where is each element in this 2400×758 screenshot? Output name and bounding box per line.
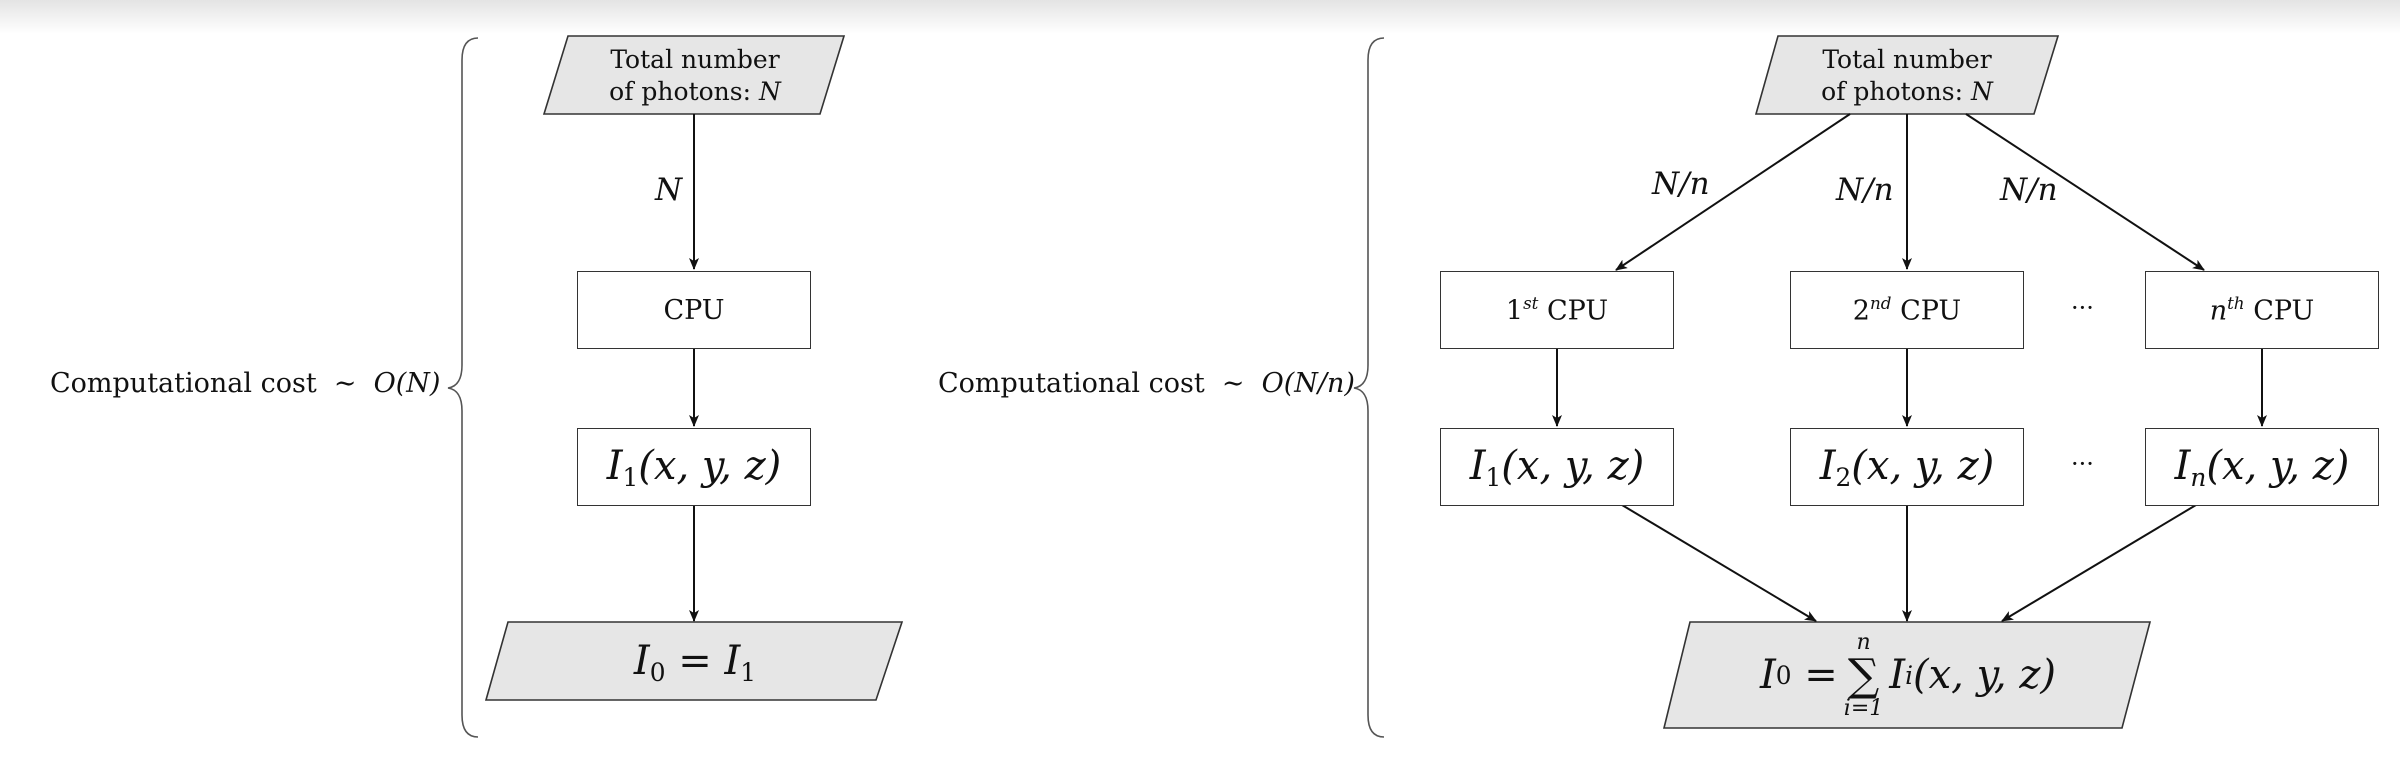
left-input-shape xyxy=(542,35,846,115)
left-edge-label: N xyxy=(655,172,683,208)
left-output-node: I0 = I1 xyxy=(633,637,757,687)
right-brace xyxy=(1353,37,1385,738)
right-result-node-1: I1(x, y, z) xyxy=(1440,428,1674,506)
left-input-node: Total number of photons: N xyxy=(560,38,830,114)
right-arrow-input-cpu1 xyxy=(1615,113,1851,271)
right-input-var: N xyxy=(1970,77,1993,106)
left-brace xyxy=(447,37,479,738)
right-edge-label-3: N/n xyxy=(2000,172,2058,208)
right-arrow-resultn-output xyxy=(2001,504,2197,622)
right-arrow-input-cpun xyxy=(1965,113,2205,271)
right-arrow-result1-output xyxy=(1621,504,1817,622)
right-edge-label-2: N/n xyxy=(1836,172,1894,208)
right-edge-label-1: N/n xyxy=(1652,166,1710,202)
left-cpu-node: CPU xyxy=(577,271,811,349)
window-top-shadow xyxy=(0,0,2400,34)
right-result-node-2: I2(x, y, z) xyxy=(1790,428,2024,506)
right-cpu-node-2: 2nd CPU xyxy=(1790,271,2024,349)
right-cpu-node-1: 1st CPU xyxy=(1440,271,1674,349)
left-result-node: I1(x, y, z) xyxy=(577,428,811,506)
right-result-node-n: In(x, y, z) xyxy=(2145,428,2379,506)
left-input-line1: Total number xyxy=(610,45,780,74)
right-output-shape xyxy=(1662,621,2152,729)
right-cpu-ellipsis: ··· xyxy=(2071,294,2094,322)
right-input-line2: of photons: xyxy=(1821,77,1964,106)
right-input-line1: Total number xyxy=(1822,45,1992,74)
left-input-var: N xyxy=(758,77,781,106)
left-output-shape xyxy=(484,621,904,701)
sum-operator: n ∑ i=1 xyxy=(1843,630,1884,721)
right-input-node: Total number of photons: N xyxy=(1770,38,2044,114)
right-cost-label: Computational cost ∼ O(N/n) xyxy=(938,368,1355,399)
right-input-shape xyxy=(1754,35,2060,115)
right-cpu-node-n: nth CPU xyxy=(2145,271,2379,349)
left-cost-label: Computational cost ∼ O(N) xyxy=(50,368,441,399)
left-input-line2: of photons: xyxy=(609,77,752,106)
right-result-ellipsis: ··· xyxy=(2071,450,2094,478)
